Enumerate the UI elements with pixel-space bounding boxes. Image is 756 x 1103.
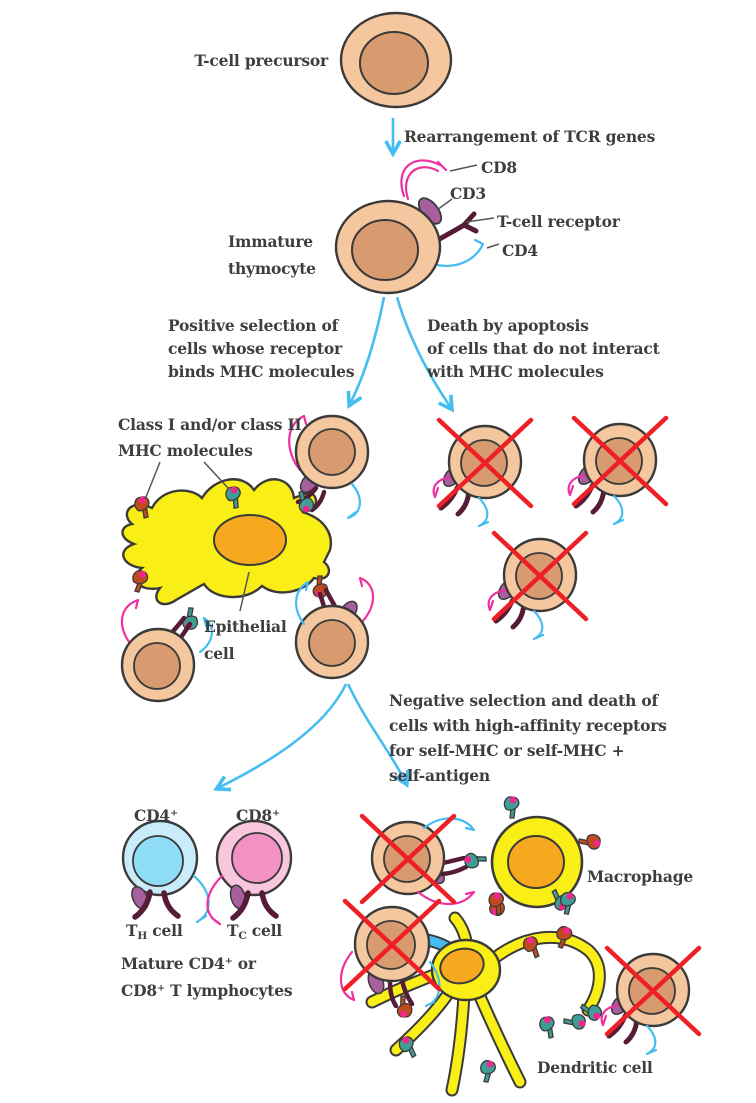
positively-selected-thymocyte	[294, 575, 375, 680]
th-cell	[121, 819, 210, 924]
apoptotic-thymocyte	[489, 533, 586, 639]
death-by-apoptosis-label: Death by apoptosis of cells that do not …	[427, 316, 660, 381]
epithelial-cell	[121, 478, 333, 606]
class-mhc-label: Class I and/or class II MHC molecules	[118, 415, 302, 460]
epithelial-nucleus	[213, 514, 287, 566]
cd8-receptor	[400, 159, 448, 201]
mhc-class-ii-molecule	[503, 795, 520, 819]
negatively-selected-thymocyte	[359, 813, 476, 905]
mhc-class-ii-molecule	[477, 1058, 497, 1084]
macrophage-label: Macrophage	[587, 867, 693, 886]
rearrangement-label: Rearrangement of TCR genes	[404, 127, 656, 146]
mhc-class-i-molecule	[128, 568, 150, 594]
macrophage-cell	[490, 815, 584, 909]
receptor-pointer-lines	[436, 164, 500, 249]
cd4-label: CD4	[502, 241, 538, 260]
t-cell-receptor-label: T-cell receptor	[497, 212, 620, 231]
mhc-class-ii-molecule	[463, 851, 488, 870]
t-cell-precursor-label: T-cell precursor	[194, 51, 328, 70]
immature-thymocyte-label: Immature thymocyte	[228, 232, 316, 278]
apoptotic-thymocyte	[434, 420, 531, 526]
tc-cell-label: TC cell	[227, 921, 282, 942]
t-cell-precursor-cell	[339, 11, 453, 109]
maturation-split-arrows	[218, 683, 406, 788]
cd8-plus-label: CD8⁺	[236, 806, 280, 825]
dendritic-nucleus	[439, 947, 485, 985]
cd8-label: CD8	[481, 158, 517, 177]
positively-selected-thymocyte	[120, 598, 213, 703]
negative-selection-label: Negative selection and death of cells wi…	[389, 691, 667, 785]
apoptotic-thymocyte	[569, 418, 666, 524]
macrophage-nucleus	[507, 835, 565, 889]
cd3-label: CD3	[450, 184, 486, 203]
immature-thymocyte-cell	[334, 159, 485, 295]
tcr-receptor	[435, 211, 479, 243]
mhc-label-pointer-lines	[145, 461, 250, 612]
negatively-selected-thymocyte	[602, 948, 699, 1054]
tc-cell	[206, 819, 293, 926]
cd4-plus-label: CD4⁺	[134, 806, 178, 825]
selection-split-arrows	[350, 296, 451, 408]
th-cell-label: TH cell	[126, 921, 183, 942]
mhc-class-ii-molecule	[562, 1012, 587, 1031]
dendritic-cell-label: Dendritic cell	[537, 1058, 653, 1077]
positive-selection-label: Positive selection of cells whose recept…	[168, 316, 355, 381]
mhc-class-ii-molecule	[537, 1014, 559, 1041]
negatively-selected-thymocyte	[339, 898, 442, 1009]
mature-lymphocytes-label: Mature CD4⁺ or CD8⁺ T lymphocytes	[121, 954, 293, 1000]
epithelial-cell-label: Epithelial cell	[204, 617, 287, 663]
mhc-class-i-molecule	[577, 832, 602, 851]
positively-selected-thymocyte	[288, 414, 370, 520]
